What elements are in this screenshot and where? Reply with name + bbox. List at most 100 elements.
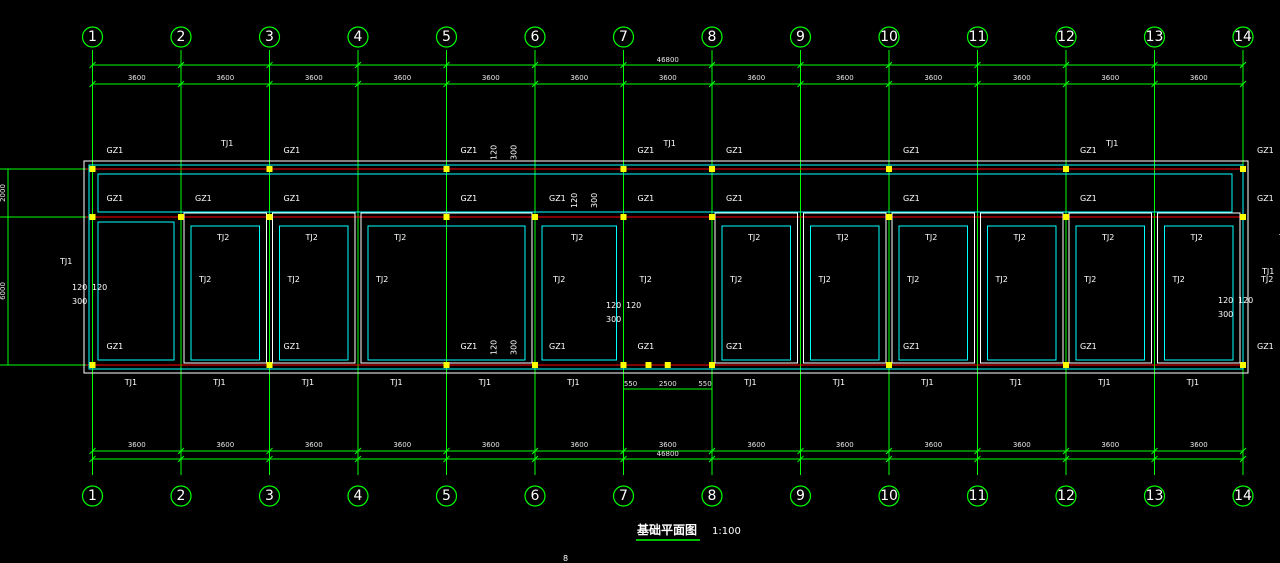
drawing-scale: 1:100 — [712, 526, 741, 537]
bay-dim-top-6: 3600 — [570, 74, 588, 82]
room-wall-5 — [898, 225, 968, 361]
bay-dim-top-10: 3600 — [924, 74, 942, 82]
label-tj2-top-8: TJ2 — [1190, 233, 1203, 242]
label-gz1-7: GZ1 — [1257, 146, 1274, 155]
bay-dim-top-8: 3600 — [747, 74, 765, 82]
dim-tick-1-0 — [89, 80, 96, 88]
wall-dim-a-1: 120 — [570, 193, 579, 208]
axis-bubble-bottom-9 — [789, 485, 812, 507]
wall-dim-side-b-0: 120 — [92, 283, 107, 292]
outer-beam-outline — [83, 160, 1249, 374]
column-2 — [443, 166, 450, 172]
bay-dim-top-11: 3600 — [1013, 74, 1031, 82]
column-6 — [1063, 166, 1069, 172]
axis-bubble-bottom-8 — [701, 485, 723, 507]
label-tj2-mid-7: TJ2 — [1083, 275, 1096, 284]
label-tj2-mid-4: TJ2 — [818, 275, 831, 284]
room-wall-6 — [987, 225, 1057, 361]
dim-tick-0-7 — [708, 61, 716, 69]
label-tj2-top-2: TJ2 — [393, 233, 406, 242]
label-gz1-1: GZ1 — [284, 146, 301, 155]
label-gz1-19: GZ1 — [284, 342, 301, 351]
label-tj1-bottom-7: TJ1 — [743, 378, 756, 387]
label-tj1-bottom-9: TJ1 — [920, 378, 933, 387]
axis-label-top-8: 8 — [708, 29, 717, 45]
dim-tick-2-3 — [354, 447, 362, 455]
column-24 — [886, 362, 892, 368]
axis-label-top-10: 10 — [880, 29, 898, 45]
axis-label-top-6: 6 — [531, 29, 540, 45]
label-tj2-mid-9: TJ2 — [1260, 275, 1273, 284]
axis-bubble-bottom-13 — [1143, 485, 1166, 507]
label-gz1-2: GZ1 — [461, 146, 478, 155]
bay-dim-top-13: 3600 — [1190, 74, 1208, 82]
bay-dim-top-1: 3600 — [128, 74, 146, 82]
room-wall-0 — [190, 225, 260, 361]
label-tj1-top-2: TJ1 — [1105, 139, 1118, 148]
label-tj2-top-4: TJ2 — [836, 233, 849, 242]
dim-tick-1-13 — [1239, 80, 1247, 88]
axis-label-bottom-11: 11 — [969, 488, 987, 504]
label-gz1-6: GZ1 — [1080, 146, 1097, 155]
column-12 — [532, 214, 538, 220]
label-tj2-mid-6: TJ2 — [995, 275, 1008, 284]
axis-bubble-bottom-10 — [878, 485, 900, 507]
label-gz1-11: GZ1 — [461, 194, 478, 203]
bay-dim-bottom-3: 3600 — [305, 441, 323, 449]
dim-tick-1-1 — [177, 80, 185, 88]
axis-label-bottom-4: 4 — [354, 488, 363, 504]
wall-dim-c-2: 300 — [510, 340, 519, 355]
label-gz1-25: GZ1 — [1080, 342, 1097, 351]
column-11 — [443, 214, 450, 220]
label-tj2-top-6: TJ2 — [1013, 233, 1026, 242]
label-tj2-axis7: TJ2 — [639, 275, 652, 284]
column-26 — [1240, 362, 1246, 368]
column-9 — [178, 214, 184, 220]
label-tj2-mid-8: TJ2 — [1172, 275, 1185, 284]
columns — [89, 166, 1246, 368]
axis-label-top-1: 1 — [88, 29, 97, 45]
column-5 — [886, 166, 892, 172]
room-wall-1 — [279, 225, 349, 361]
outer-wall-outline — [88, 164, 1244, 370]
room-beam-7 — [1068, 212, 1152, 364]
axis-bubble-top-7 — [612, 26, 635, 48]
dim-tick-0-8 — [797, 61, 804, 69]
dim-tick-2-2 — [266, 447, 273, 455]
dim-tick-2-13 — [1239, 447, 1247, 455]
column-1 — [266, 166, 273, 172]
label-gz1-8: GZ1 — [107, 194, 124, 203]
label-gz1-21: GZ1 — [549, 342, 566, 351]
label-gz1-9: GZ1 — [195, 194, 212, 203]
dim-tick-3-5 — [531, 455, 539, 463]
label-tj2-top-5: TJ2 — [924, 233, 937, 242]
axis-label-top-3: 3 — [265, 29, 274, 45]
bay-dim-bottom-7: 3600 — [659, 441, 677, 449]
axis-bubble-top-13 — [1143, 26, 1166, 48]
label-tj1-right: TJ1 — [1261, 267, 1274, 276]
axis-bubble-bottom-7 — [612, 485, 635, 507]
bay-dim-bottom-8: 3600 — [747, 441, 765, 449]
opening-dim-right: 550 — [698, 380, 711, 388]
column-10 — [266, 214, 273, 220]
bay-dim-bottom-12: 3600 — [1101, 441, 1119, 449]
label-gz1-3: GZ1 — [638, 146, 655, 155]
dim-tick-1-4 — [443, 80, 450, 88]
column-20 — [443, 362, 450, 368]
axis-label-top-2: 2 — [177, 29, 186, 45]
dim-tick-2-9 — [885, 447, 893, 455]
drawing-note: 8 — [563, 554, 568, 563]
label-tj2-mid-2: TJ2 — [375, 275, 388, 284]
column-7 — [1240, 166, 1246, 172]
label-tj2-mid-0: TJ2 — [198, 275, 211, 284]
column-25 — [1063, 362, 1069, 368]
axis-label-bottom-3: 3 — [265, 488, 274, 504]
label-gz1-12: GZ1 — [549, 194, 566, 203]
axis-bubble-top-12 — [1055, 26, 1077, 48]
bay-dim-bottom-1: 3600 — [128, 441, 146, 449]
bay-dim-top-3: 3600 — [305, 74, 323, 82]
dim-tick-0-12 — [1151, 61, 1158, 69]
axis-label-bottom-2: 2 — [177, 488, 186, 504]
label-gz1-17: GZ1 — [1257, 194, 1274, 203]
